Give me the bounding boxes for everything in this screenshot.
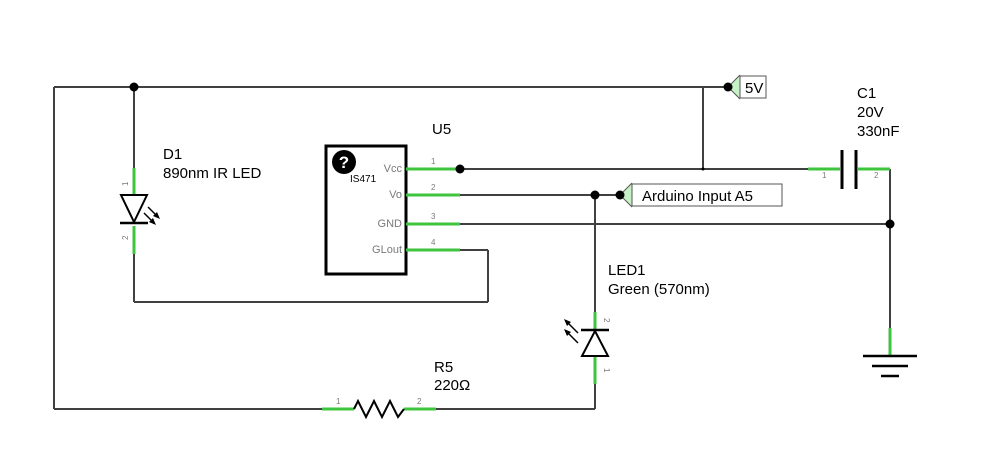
unknown-part-icon bbox=[332, 150, 356, 174]
u5-ic[interactable]: ? IS471 U5 Vcc Vo GND GLout 1 2 3 4 bbox=[324, 121, 465, 276]
c1-voltage: 20V bbox=[857, 104, 884, 121]
led1-pin-1-num: 1 bbox=[602, 368, 611, 373]
d1-junction bbox=[129, 82, 139, 92]
net-label-a5-box bbox=[631, 183, 783, 207]
net-label-5v[interactable]: 5V bbox=[723, 74, 767, 100]
r5-value: 220Ω bbox=[434, 377, 470, 394]
c1-pin-1-num: 1 bbox=[822, 171, 827, 180]
c1-ref: C1 bbox=[857, 85, 876, 102]
net-label-5v-box bbox=[739, 75, 767, 99]
net-label-5v-text: 5V bbox=[745, 80, 763, 97]
u5-pin-4-num: 4 bbox=[431, 238, 436, 247]
d1-ir-led[interactable]: 1 2 D1 890nm IR LED bbox=[119, 82, 262, 255]
r5-zigzag bbox=[353, 398, 405, 420]
unknown-part-glyph: ? bbox=[339, 153, 349, 172]
wires bbox=[53, 86, 891, 410]
led1-junction bbox=[590, 190, 600, 200]
c1-value: 330nF bbox=[857, 123, 900, 140]
u5-pin-1-name: Vcc bbox=[384, 163, 403, 175]
u5-vcc-junction bbox=[455, 164, 465, 174]
net-label-5v-arrow bbox=[728, 75, 740, 99]
c1-capacitor[interactable]: 1 2 C1 20V 330nF bbox=[701, 85, 900, 229]
r5-ref: R5 bbox=[434, 359, 453, 376]
net-label-a5-arrow bbox=[620, 183, 632, 207]
led1-triangle bbox=[580, 328, 610, 357]
c1-pin-2-num: 2 bbox=[874, 171, 879, 180]
u5-pin-4-name: GLout bbox=[372, 244, 402, 256]
net-label-a5[interactable]: Arduino Input A5 bbox=[615, 182, 783, 208]
gnd-junction bbox=[885, 219, 895, 229]
net-label-a5-point bbox=[615, 190, 625, 200]
d1-ref: D1 bbox=[163, 146, 182, 163]
d1-value: 890nm IR LED bbox=[163, 165, 262, 182]
led1-ref: LED1 bbox=[608, 262, 646, 279]
led1-pin-2-num: 2 bbox=[602, 318, 611, 323]
led1-green[interactable]: 2 1 LED1 Green (570nm) bbox=[564, 190, 710, 385]
ground-symbol[interactable] bbox=[863, 328, 917, 378]
u5-pin-1-num: 1 bbox=[431, 157, 436, 166]
d1-pin-1-num: 1 bbox=[121, 181, 130, 186]
c1-vcc-node bbox=[701, 167, 705, 171]
u5-pin-3-name: GND bbox=[378, 218, 403, 230]
u5-pin-3-num: 3 bbox=[431, 212, 436, 221]
net-label-5v-point bbox=[723, 82, 733, 92]
net-label-a5-text: Arduino Input A5 bbox=[642, 188, 753, 205]
u5-pin-2-num: 2 bbox=[431, 183, 436, 192]
d1-triangle bbox=[119, 194, 149, 225]
u5-ref: U5 bbox=[432, 121, 451, 138]
r5-pin-1-num: 1 bbox=[336, 397, 341, 406]
u5-pin-2-name: Vo bbox=[389, 189, 402, 201]
u5-part-name: IS471 bbox=[350, 174, 377, 185]
led1-value: Green (570nm) bbox=[608, 281, 710, 298]
d1-pin-2-num: 2 bbox=[121, 235, 130, 240]
r5-pin-2-num: 2 bbox=[417, 397, 422, 406]
r5-resistor[interactable]: 1 2 R5 220Ω bbox=[322, 359, 470, 420]
